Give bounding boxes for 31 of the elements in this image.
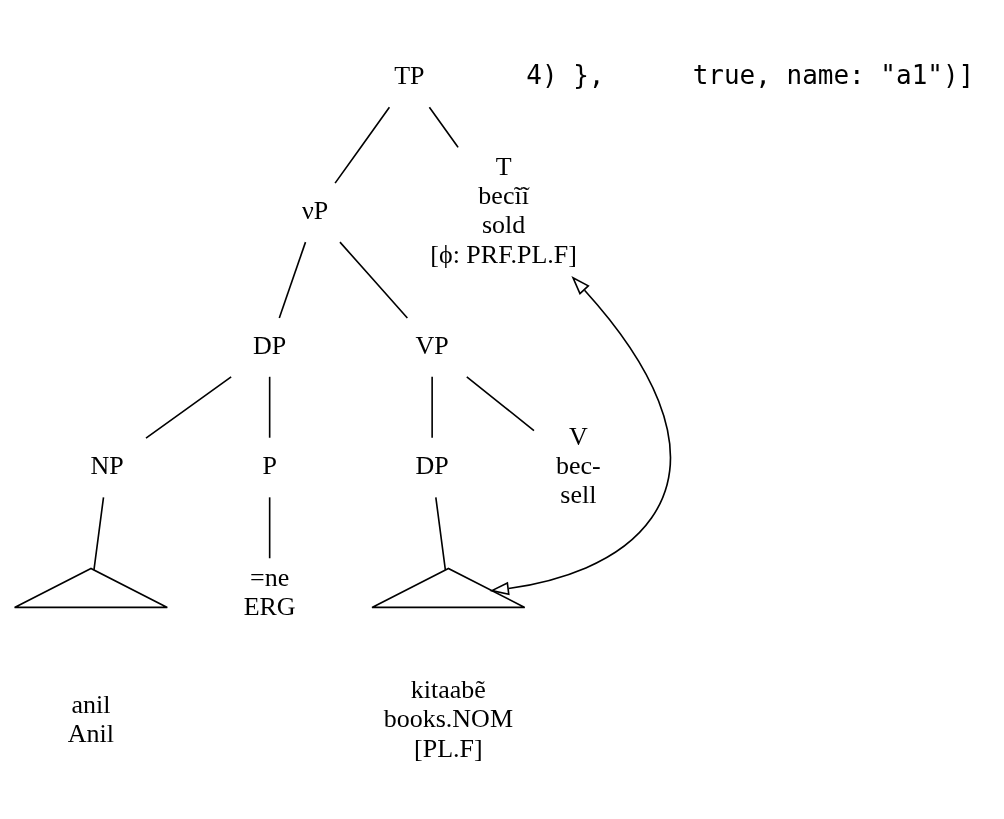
arrow: [489, 275, 672, 595]
node-triangle: [371, 567, 526, 608]
connector: [145, 375, 232, 439]
node-text: νP: [302, 195, 329, 225]
connector: [268, 496, 271, 559]
connector: [428, 105, 459, 148]
connector: [339, 240, 409, 319]
node-label: Anil: [67, 718, 115, 748]
node-label: books.NOM: [383, 703, 513, 733]
node-text: DP: [253, 330, 287, 360]
label: 4) },: [526, 59, 605, 90]
connector: [431, 375, 433, 439]
connector: [278, 240, 307, 319]
node-text: =ne ERG: [243, 562, 296, 621]
label: true, name: "a1")]: [692, 59, 975, 90]
connector: [435, 496, 447, 571]
node-label: anil: [71, 689, 111, 719]
node-label: kitaabẽ: [410, 674, 486, 704]
node-text: DP: [415, 450, 449, 480]
connector: [466, 375, 535, 431]
connector: [334, 105, 391, 184]
node-text: T becĩĩ sold [ϕ: PRF.PL.F]: [430, 151, 577, 269]
node-text: NP: [90, 450, 124, 480]
connector: [93, 496, 105, 571]
node-text: TP: [394, 60, 425, 90]
node-label: [PL.F]: [414, 733, 483, 763]
node-text: P: [262, 450, 277, 480]
node-text: V bec- sell: [556, 421, 601, 509]
connector: [268, 375, 271, 439]
node-text: VP: [415, 330, 449, 360]
node-triangle: [13, 567, 169, 608]
